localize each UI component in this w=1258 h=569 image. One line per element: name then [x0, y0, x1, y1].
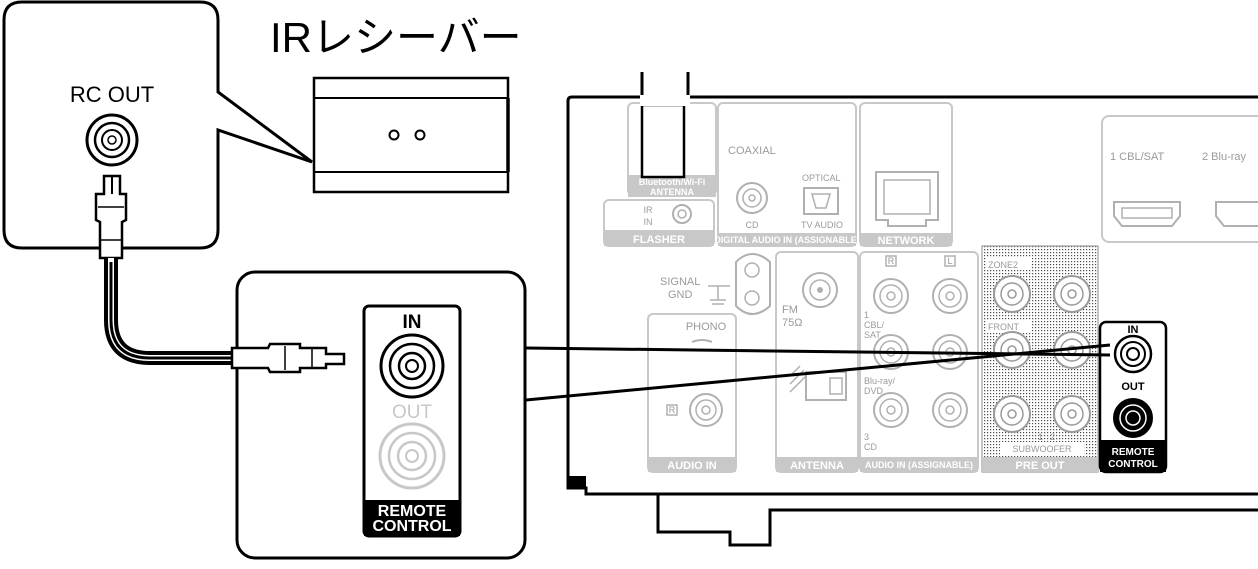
front-label: FRONT [988, 322, 1019, 332]
fm-antenna-jack-icon [802, 272, 838, 308]
hdmi-block: 1 CBL/SAT 2 Blu-ray [1101, 115, 1258, 243]
zoom-out-label: OUT [392, 402, 433, 423]
zoom-remote-label-line2: CONTROL [372, 518, 451, 535]
receiver-rc-in-label: IN [1128, 324, 1139, 336]
phono-label: PHONO [686, 321, 727, 333]
coaxial-jack-icon [736, 182, 768, 214]
bt-label-line2: ANTENNA [650, 187, 694, 197]
ir-receiver-device: IRレシーバー [270, 14, 522, 194]
audio-in-phono-block: AUDIO IN PHONO R [647, 313, 737, 473]
network-port-icon [875, 171, 939, 227]
hdmi2-label: 2 Blu-ray [1202, 151, 1247, 163]
ir-led-icon [388, 129, 400, 141]
flasher-jack-icon [672, 204, 692, 224]
antenna-block: ANTENNA FM 75Ω [775, 251, 859, 473]
network-label: NETWORK [878, 235, 935, 247]
bluetooth-antenna-block: Bluetooth/Wi-Fi ANTENNA [627, 72, 717, 197]
hdmi2-port-icon [1215, 201, 1258, 227]
ir-receiver-title: IRレシーバー [270, 14, 522, 61]
audio-in-assignable-block: AUDIO IN (ASSIGNABLE) R L 1 CBL/ SAT Blu… [859, 251, 979, 473]
pre-out-rca-jacks [993, 275, 1091, 433]
in2-b-label: DVD [864, 386, 884, 396]
in1-b-label: SAT [864, 330, 881, 340]
fm-ohm-label: 75Ω [782, 317, 802, 329]
receiver-rear-panel: Bluetooth/Wi-Fi ANTENNA FLASHER IR IN DI… [566, 72, 1258, 547]
receiver-remote-label-line2: CONTROL [1108, 459, 1157, 470]
am-antenna-terminal-icon [805, 371, 847, 401]
fm-label: FM [782, 304, 798, 316]
in1-a-label: CBL/ [864, 320, 885, 330]
in3-num-label: 3 [864, 432, 869, 442]
receiver-remote-control-block: IN OUT REMOTE CONTROL [1098, 320, 1168, 474]
antenna-label: ANTENNA [790, 460, 844, 472]
digital-audio-label: DIGITAL AUDIO IN (ASSIGNABLE) [714, 235, 859, 245]
sub1-label: 1 [1038, 432, 1043, 442]
gnd-label: GND [668, 289, 693, 301]
digital-audio-block: DIGITAL AUDIO IN (ASSIGNABLE) COAXIAL OP… [714, 102, 860, 247]
bluetooth-antenna-icon [640, 103, 686, 179]
zoom-in-label: IN [403, 312, 422, 333]
network-block: NETWORK [859, 102, 953, 247]
audio-in-label: AUDIO IN [667, 460, 717, 472]
hdmi1-port-icon [1113, 201, 1181, 227]
ir-label: IR [644, 205, 654, 215]
audio-in-assignable-label: AUDIO IN (ASSIGNABLE) [865, 460, 973, 470]
ir-in-label: IN [644, 217, 653, 227]
hdmi1-label: 1 CBL/SAT [1110, 151, 1164, 163]
zone2-label: ZONE2 [988, 260, 1018, 270]
receiver-foot-shade [568, 476, 586, 488]
phono-r-jack-icon [689, 393, 723, 427]
receiver-remote-label-line1: REMOTE [1112, 447, 1155, 458]
flasher-block: FLASHER IR IN [603, 199, 715, 247]
pre-out-block: PRE OUT ZONE2 FRONT SUBWOOFER 1 2 [981, 245, 1099, 473]
tv-audio-label: TV AUDIO [801, 220, 843, 230]
assign-l-label: L [947, 256, 952, 266]
rc-out-label: RC OUT [70, 82, 154, 107]
zoom-remote-label-line1: REMOTE [378, 503, 447, 520]
zoom-lines [525, 343, 1111, 402]
in3-a-label: CD [864, 442, 877, 452]
flasher-label: FLASHER [633, 234, 685, 246]
coaxial-label: COAXIAL [728, 145, 776, 157]
receiver-rc-out-label: OUT [1121, 381, 1145, 393]
sub2-label: 2 [1050, 432, 1055, 442]
optical-label: OPTICAL [802, 173, 841, 183]
rca-plug-top-icon [94, 174, 128, 260]
optical-jack-icon [803, 187, 839, 215]
rca-plug-side-icon [230, 342, 346, 374]
cd-label: CD [746, 220, 759, 230]
gnd-terminal-icon [735, 253, 771, 315]
phono-r-label: R [669, 405, 676, 415]
zoom-panel: IN OUT REMOTE CONTROL [235, 270, 527, 560]
receiver-foot [656, 494, 1258, 547]
in1-num-label: 1 [864, 310, 869, 320]
bt-label-line1: Bluetooth/Wi-Fi [639, 177, 705, 187]
zoom-remote-control-block: IN OUT REMOTE CONTROL [362, 304, 462, 538]
signal-label: SIGNAL [660, 276, 700, 288]
assign-r-label: R [888, 256, 895, 266]
pre-out-label: PRE OUT [1016, 460, 1065, 472]
signal-gnd-block: SIGNAL GND [660, 253, 771, 315]
subwoofer-label: SUBWOOFER [1012, 444, 1072, 454]
rca-cable [94, 174, 346, 374]
in2-a-label: Blu-ray/ [864, 376, 896, 386]
ir-receiver-callout: RC OUT [2, 0, 313, 250]
